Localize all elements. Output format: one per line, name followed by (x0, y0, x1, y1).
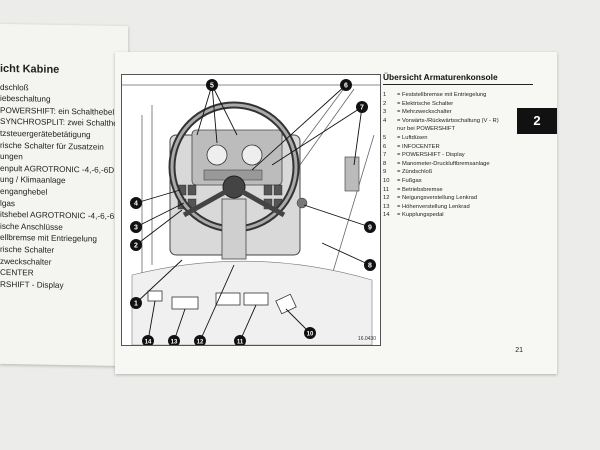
callout-marker: 2 (130, 239, 142, 251)
callout-label: 2 (134, 243, 138, 250)
legend-item: 13 = Höhenverstellung Lenkrad (383, 203, 533, 212)
legend-number: 6 (383, 143, 387, 150)
legend-number: 10 (383, 177, 390, 184)
legend-number: 2 (383, 100, 387, 107)
legend-number: 8 (383, 160, 387, 167)
legend-number: 14 (383, 212, 390, 219)
callout-marker: 9 (364, 221, 376, 233)
callout-label: 13 (171, 340, 178, 346)
callout-marker: 13 (168, 335, 180, 345)
legend-number: 9 (383, 169, 387, 176)
callout-label: 5 (210, 83, 214, 90)
legend-item: 12 = Neigungsverstellung Lenkrad (383, 194, 533, 203)
legend-text: = INFOCENTER (397, 143, 440, 150)
legend-text: = Höhenverstellung Lenkrad (397, 203, 470, 210)
legend-text: = Mehrzweckschalter (397, 109, 452, 116)
chapter-tab: 2 (517, 108, 557, 134)
legend-text: = Vorwärts-/Rückwärtsschaltung (V - R) (397, 117, 499, 124)
legend-number: 1 (383, 92, 387, 98)
legend-list: 1 = Feststellbremse mit Entriegelung 2 = El… (383, 91, 533, 220)
legend-item: 8 = Manometer-Druckluftbremsanlage (383, 160, 533, 169)
legend-item: 6 = INFOCENTER (383, 143, 533, 152)
callout-label: 11 (237, 340, 244, 346)
callout-label: 3 (134, 225, 138, 232)
legend-item: 7 = POWERSHIFT - Display (383, 151, 533, 160)
legend-text: = Betriebsbremse (397, 186, 443, 193)
legend-text: = Feststellbremse mit Entriegelung (397, 92, 487, 98)
callout-marker: 8 (364, 259, 376, 271)
section-title: Übersicht Armaturenkonsole (383, 72, 498, 82)
callout-label: 4 (134, 201, 138, 208)
callout-marker: 6 (340, 79, 352, 91)
legend-text: nur bei POWERSHIFT (397, 126, 455, 133)
legend-item: 5 = Luftdüsen (383, 134, 533, 143)
legend-text: = Kupplungspedal (397, 212, 444, 219)
legend-text: = Neigungsverstellung Lenkrad (397, 195, 478, 202)
title-rule (383, 84, 533, 85)
legend-item: 14 = Kupplungspedal (383, 211, 533, 220)
legend-text: = Elektrische Schalter (397, 100, 454, 107)
legend-number: 7 (383, 152, 387, 159)
legend-number: 13 (383, 203, 390, 210)
callout-marker: 5 (206, 79, 218, 91)
legend-item: 11 = Betriebsbremse (383, 186, 533, 195)
legend-number: 12 (383, 195, 390, 202)
legend-number (383, 125, 397, 134)
legend-text: = Manometer-Druckluftbremsanlage (397, 160, 490, 167)
legend-item: 1 = Feststellbremse mit Entriegelung (383, 91, 533, 100)
legend-item: 2 = Elektrische Schalter (383, 100, 533, 109)
callout-label: 9 (368, 225, 372, 232)
callout-marker: 10 (304, 327, 316, 339)
legend-column: Übersicht Armaturenkonsole 1 = Feststellb… (383, 72, 533, 220)
legend-number: 11 (383, 186, 390, 193)
legend-text: = POWERSHIFT - Display (397, 152, 465, 159)
left-page-line: RSHIFT - Display (0, 279, 64, 290)
callout-label: 12 (197, 340, 204, 346)
page-number: 21 (515, 347, 523, 354)
legend-text: = Fußgas (397, 177, 422, 184)
legend-text: = Luftdüsen (397, 134, 428, 141)
callout-label: 8 (368, 263, 372, 270)
figure-code: 16.0430 (357, 336, 376, 342)
callout-marker: 1 (130, 297, 142, 309)
callout-label: 6 (344, 83, 348, 90)
callout-label: 10 (307, 332, 314, 338)
callout-marker: 7 (356, 101, 368, 113)
callout-marker: 11 (234, 335, 246, 345)
callout-marker: 3 (130, 221, 142, 233)
callout-label: 14 (145, 340, 152, 346)
left-page-heading: icht Kabine (0, 63, 60, 76)
callout-label: 1 (134, 301, 138, 308)
legend-number: 5 (383, 134, 387, 141)
callout-marker: 4 (130, 197, 142, 209)
callout-marker: 12 (194, 335, 206, 345)
legend-item: nur bei POWERSHIFT (383, 125, 533, 134)
legend-text: = Zündschloß (397, 169, 433, 176)
legend-item: 9 = Zündschloß (383, 168, 533, 177)
callout-label: 7 (360, 105, 364, 112)
callout-marker: 14 (142, 335, 154, 345)
legend-item: 10 = Fußgas (383, 177, 533, 186)
dashboard-drawing (122, 82, 380, 345)
legend-item: 3 = Mehrzweckschalter (383, 108, 533, 117)
legend-item: 4 = Vorwärts-/Rückwärtsschaltung (V - R) (383, 117, 533, 126)
legend-number: 4 (383, 117, 387, 124)
legend-number: 3 (383, 109, 387, 116)
